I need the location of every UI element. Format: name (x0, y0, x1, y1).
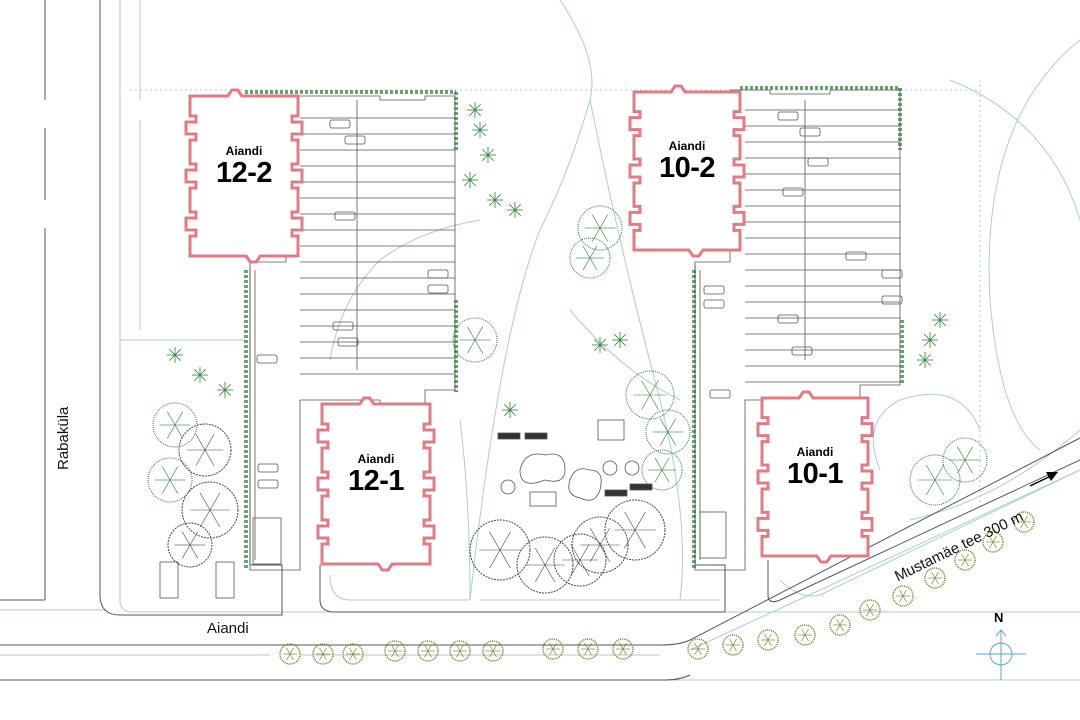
tree-icon (449, 640, 471, 662)
tree-icon (645, 409, 691, 455)
tree-icon (147, 457, 193, 503)
compass-north-label: N (994, 610, 1004, 625)
tree-icon (909, 454, 961, 506)
tree-icon (553, 533, 607, 587)
tree-icon (571, 516, 629, 574)
tree-icon (342, 643, 364, 665)
building-12-1-outline (316, 396, 436, 572)
tree-icon (482, 640, 504, 662)
playground (497, 419, 653, 507)
tree-icon (942, 437, 988, 483)
tree-icon (687, 638, 709, 660)
tree-icon (417, 640, 439, 662)
tree-icon (1013, 511, 1035, 533)
building-street-label: Aiandi (796, 445, 834, 459)
tree-icon (612, 638, 634, 660)
tree-icon (312, 643, 334, 665)
tree-icon (181, 481, 239, 539)
tree-icon (982, 531, 1004, 553)
tree-icon (794, 624, 816, 646)
tree-icon (924, 567, 946, 589)
tree-icon (167, 522, 213, 568)
hedges (244, 86, 904, 570)
building-number-label: 10-1 (786, 458, 844, 490)
street-label-aiandi: Aiandi (207, 620, 249, 637)
tree-icon (569, 237, 611, 279)
tree-icon (542, 638, 564, 660)
trees (147, 102, 1035, 665)
direction-arrow-icon (1029, 472, 1058, 487)
building-10-1-outline (756, 390, 874, 564)
tree-icon (452, 317, 498, 363)
building-12-2-outline (184, 88, 304, 264)
tree-icon (722, 634, 744, 656)
tree-icon (757, 629, 779, 651)
tree-icon (892, 585, 914, 607)
tree-icon (516, 536, 574, 594)
tree-icon (604, 499, 666, 561)
tree-icon (384, 640, 406, 662)
building-street-label: Aiandi (357, 452, 395, 466)
tree-icon (954, 549, 976, 571)
street-label-rabakula: Rabaküla (55, 406, 72, 470)
tree-icon (178, 423, 232, 477)
buildings (184, 84, 874, 572)
building-street-label: Aiandi (668, 139, 706, 153)
north-compass-icon (976, 629, 1026, 680)
tree-icon (469, 519, 531, 581)
building-street-label: Aiandi (225, 144, 263, 158)
parking-lots (159, 89, 903, 599)
roads (0, 0, 1080, 681)
footpaths (0, 0, 1080, 681)
tree-icon (279, 643, 301, 665)
tree-icon (152, 402, 198, 448)
tree-icon (859, 599, 881, 621)
building-10-2-outline (628, 84, 746, 258)
tree-icon (641, 449, 683, 491)
tree-icon (829, 614, 851, 636)
building-number-label: 12-2 (215, 157, 273, 189)
tree-icon (577, 638, 599, 660)
tree-icon (625, 370, 675, 420)
building-number-label: 12-1 (347, 465, 405, 497)
building-number-label: 10-2 (658, 152, 716, 184)
tree-icon (577, 205, 623, 251)
